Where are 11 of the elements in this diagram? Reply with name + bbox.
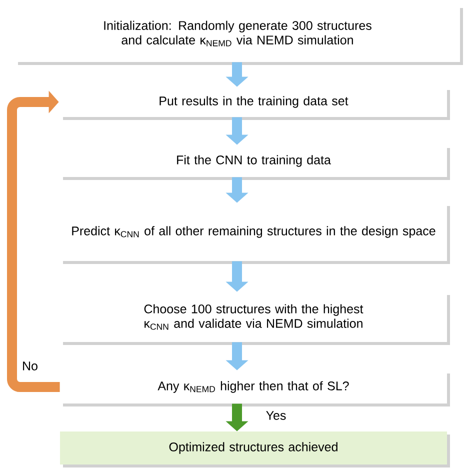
edge-label: No [23, 362, 38, 370]
process-box: Predict κ$_{CNN}$ of all other remaining structures in the design space [60, 203, 450, 264]
process-box: Fit the CNN to training data [60, 145, 450, 180]
node-label: Initialization: Randomly generate 300 structures and calculate κ$_{NEMD}$ via NEMD simulation [104, 20, 372, 46]
process-box: Optimized structures achieved [60, 432, 450, 468]
edge-label: Yes [266, 411, 286, 420]
process-box: Initialization: Randomly generate 300 structures and calculate κ$_{NEMD}$ via NEMD simulation [15, 5, 463, 65]
loop-arrow [7, 90, 60, 392]
process-box: Choose 100 structures with the highest κ$_{CNN}$ and validate via NEMD simulation [60, 292, 450, 345]
process-box: Any κ$_{NEMD}$ higher then that of SL? [60, 370, 450, 406]
process-box: Put results in the training data set [60, 87, 450, 120]
